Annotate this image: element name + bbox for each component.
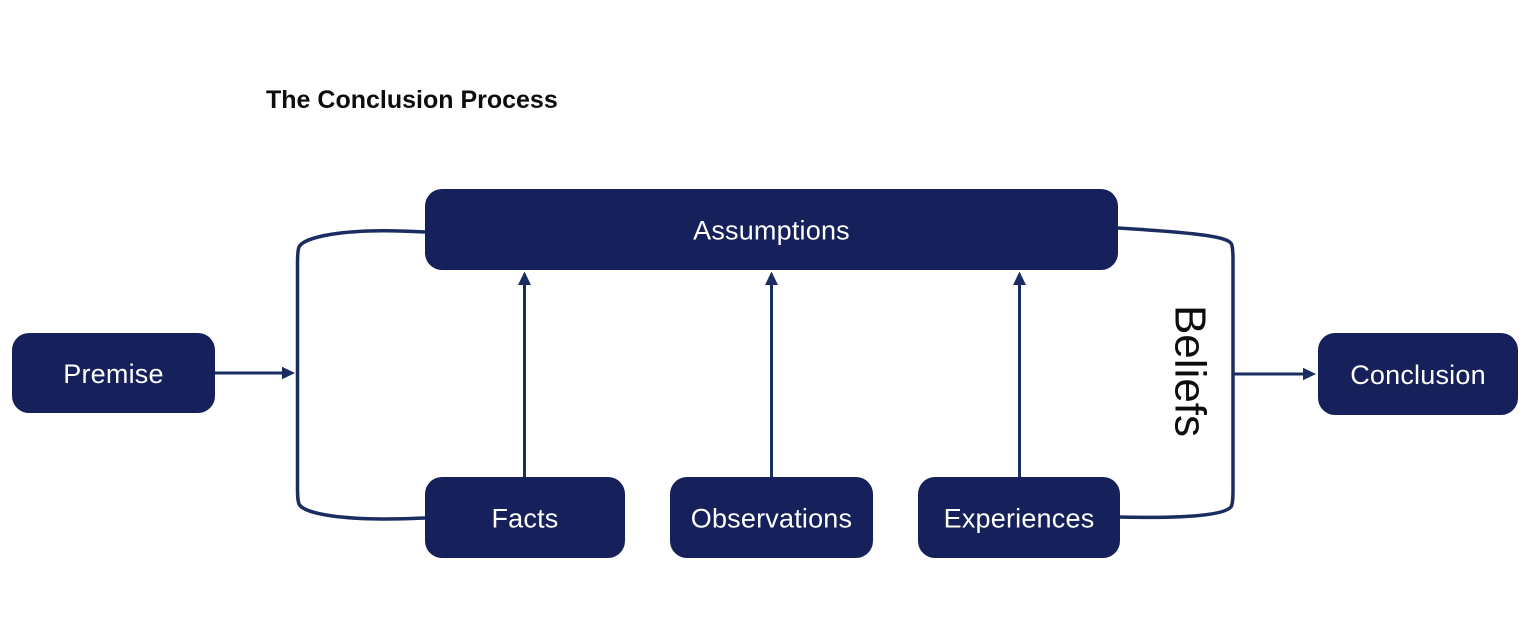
conclusion-label: Conclusion (1350, 360, 1486, 390)
premise-arrow-head (282, 366, 295, 380)
observations-to-assumptions-arrow-head (765, 271, 778, 285)
left-bracket-connector (295, 229, 426, 521)
conclusion-node (1318, 333, 1518, 415)
experiences-to-assumptions-arrow-head (1013, 271, 1026, 285)
beliefs-label: Beliefs (1166, 305, 1215, 437)
assumptions-node (425, 189, 1118, 270)
facts-to-assumptions-arrow-head (518, 271, 531, 285)
assumptions-label: Assumptions (693, 216, 850, 246)
beliefs-to-conclusion-arrow-head (1303, 367, 1316, 381)
beliefs-bracket-connector (1117, 226, 1235, 520)
premise-node (12, 333, 215, 413)
observations-node (670, 477, 873, 558)
experiences-label: Experiences (944, 504, 1095, 534)
facts-label: Facts (491, 504, 558, 534)
facts-node (425, 477, 625, 558)
observations-label: Observations (691, 504, 852, 534)
premise-label: Premise (63, 359, 163, 389)
experiences-node (918, 477, 1120, 558)
diagram-title: The Conclusion Process (266, 86, 558, 114)
